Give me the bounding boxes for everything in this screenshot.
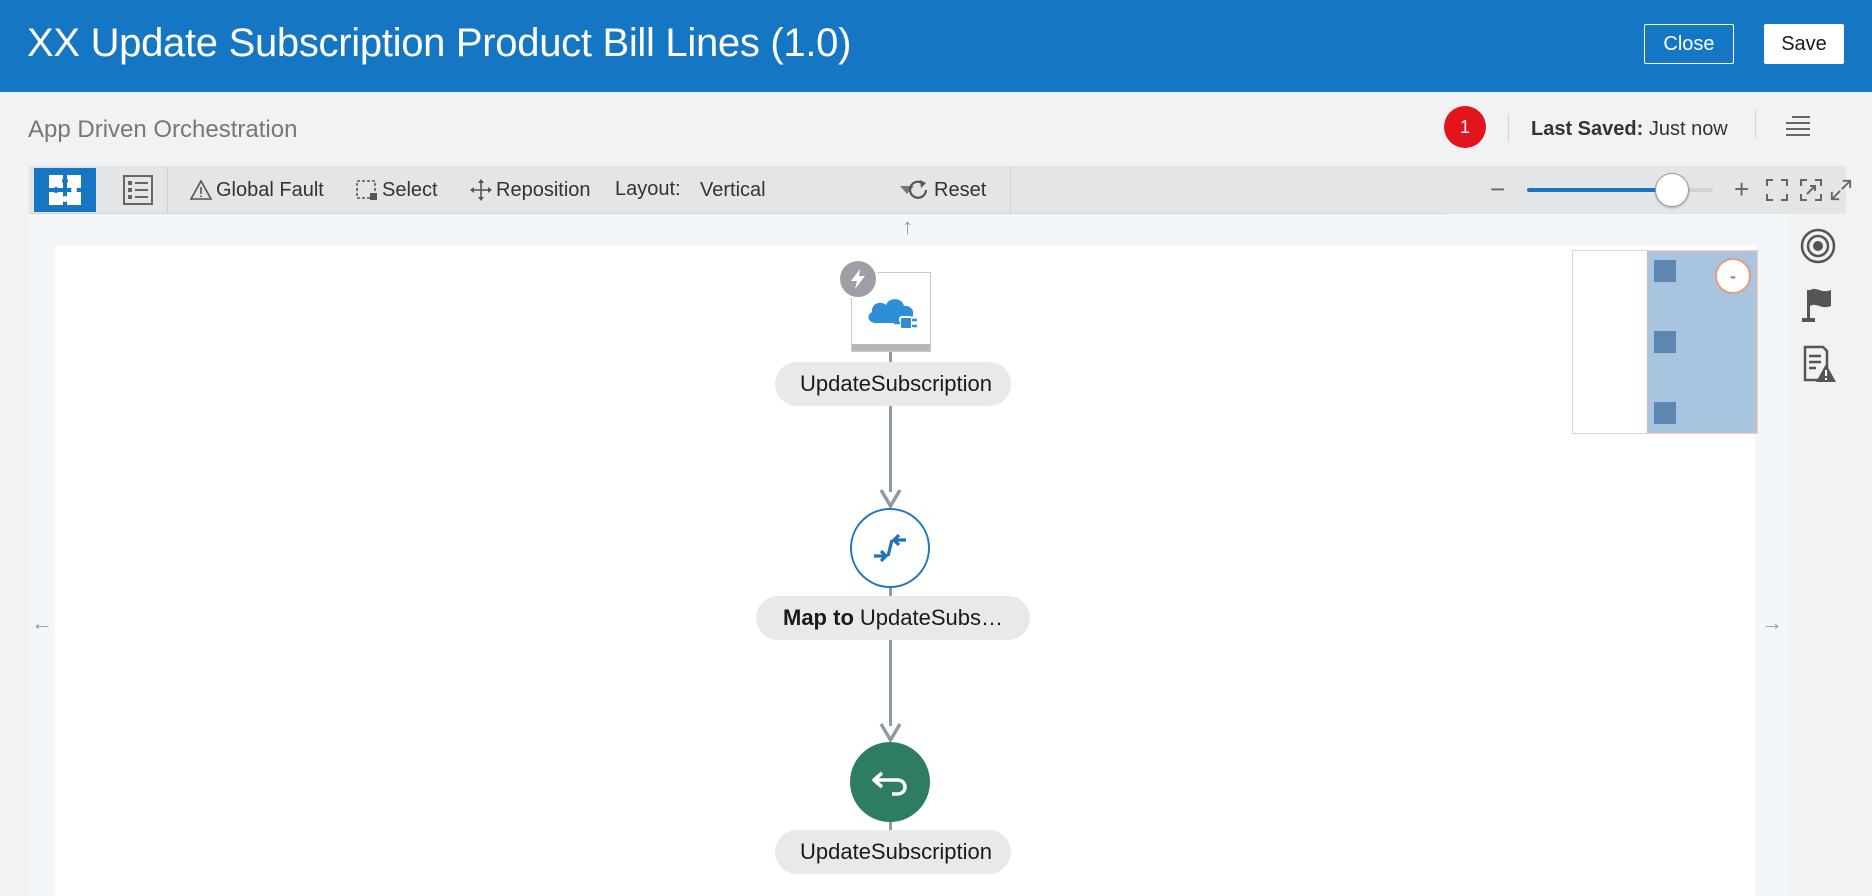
return-node-label[interactable]: UpdateSubscription [775,830,1011,874]
zoom-slider-handle[interactable] [1655,173,1690,207]
connector-line [889,822,892,830]
right-rail [1789,214,1846,896]
canvas-view-button[interactable] [34,168,96,212]
minimap-collapse-button[interactable]: - [1715,258,1751,294]
integration-title: XX Update Subscription Product Bill Line… [27,21,852,65]
title-bar: XX Update Subscription Product Bill Line… [0,0,1872,92]
toolbar-divider [1010,166,1011,214]
warning-triangle-icon [189,179,213,200]
reset-button[interactable]: Reset [907,178,986,202]
list-view-icon [123,175,153,205]
chevron-down-icon [900,186,914,194]
pan-right-arrow-icon[interactable]: → [1761,610,1783,635]
global-fault-button[interactable]: Global Fault [189,178,324,202]
connector-line [889,640,892,726]
integration-style-label: App Driven Orchestration [28,116,298,143]
error-report-icon[interactable] [1799,344,1837,384]
reposition-tool-button[interactable]: Reposition [469,178,591,202]
return-arrow-icon [872,771,907,796]
zoom-in-icon[interactable]: + [1734,174,1750,204]
toolbar-divider [167,166,168,214]
map-node-label[interactable]: Map to UpdateSubs… [756,596,1030,640]
zoom-controls: − + [1447,166,1852,214]
select-label: Select [382,178,438,201]
last-saved-value: Just now [1648,118,1728,140]
zoom-to-fit-icon[interactable] [1799,178,1823,202]
trigger-node-footer [852,344,930,351]
connector-arrowhead-icon [879,489,902,510]
target-icon[interactable] [1799,226,1837,266]
zoom-slider[interactable] [1527,173,1713,207]
last-saved-status: Last Saved: Just now [1531,118,1728,141]
save-button[interactable]: Save [1764,24,1844,64]
layout-label: Layout: [615,178,681,200]
move-arrows-icon [470,179,492,201]
trigger-node-label[interactable]: UpdateSubscription [775,362,1011,406]
divider [1755,110,1756,138]
last-saved-label: Last Saved: [1531,118,1644,140]
list-view-button[interactable] [113,168,163,212]
map-node[interactable] [850,508,930,588]
canvas-toolbar: Global Fault Select Reposition Layout: V… [29,166,1852,214]
reset-icon [908,180,928,199]
node-label-text: UpdateSubscription [799,371,992,396]
return-node[interactable] [850,742,930,822]
reposition-label: Reposition [496,178,591,201]
select-tool-button[interactable]: Select [355,178,438,202]
connector-line [889,352,892,362]
map-arrows-icon [874,533,906,563]
minimap-node [1654,331,1676,353]
connector-arrowhead-icon [879,723,902,744]
pan-up-arrow-icon[interactable]: ↑ [902,214,913,239]
connector-line [889,406,892,492]
connector-line [889,588,892,596]
zoom-out-icon[interactable]: − [1490,174,1506,204]
node-label-text: UpdateSubscription [799,839,992,864]
minimap-node [1654,402,1676,424]
node-label-prefix: Map to [783,605,854,630]
close-button[interactable]: Close [1644,24,1734,64]
cloud-adapter-icon [868,299,917,330]
lightning-bolt-icon [838,259,878,299]
pan-left-arrow-icon[interactable]: ← [31,610,53,635]
zoom-slider-fill [1527,188,1673,192]
global-fault-label: Global Fault [216,178,324,201]
layout-dropdown[interactable]: Vertical [700,176,920,204]
divider [1508,114,1509,142]
errors-badge[interactable]: 1 [1444,106,1486,148]
puzzle-icon [49,175,81,205]
minimap-node [1654,260,1676,282]
fit-to-screen-icon[interactable] [1765,178,1789,202]
reset-label: Reset [934,178,987,201]
layout-value: Vertical [700,178,766,201]
flag-icon[interactable] [1799,284,1837,324]
hamburger-menu-icon[interactable] [1786,116,1810,136]
node-label-text: UpdateSubs… [859,605,1003,630]
trigger-node[interactable] [851,272,931,352]
subheader: App Driven Orchestration 1 Last Saved: J… [0,92,1872,166]
marquee-select-icon [356,180,377,200]
expand-icon[interactable] [1830,178,1852,202]
